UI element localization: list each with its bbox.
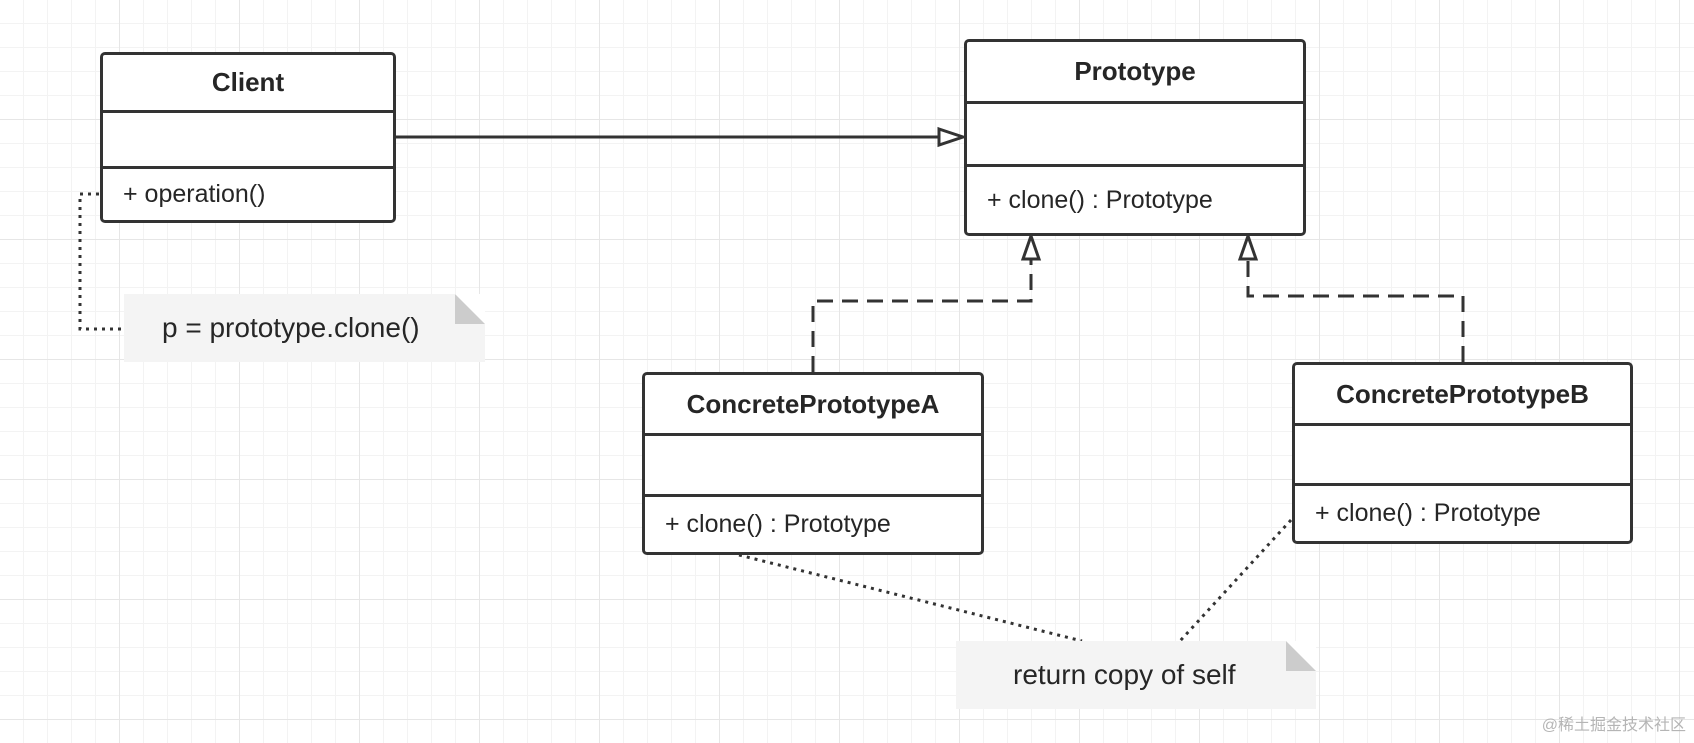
attributes-compartment (103, 113, 393, 169)
note-text: return copy of self (1013, 659, 1236, 690)
attributes-compartment (645, 436, 981, 497)
attributes-compartment (1295, 426, 1630, 486)
hollow-triangle-icon (1237, 231, 1259, 261)
watermark: @稀土掘金技术社区 (1541, 717, 1686, 734)
note-client[interactable]: p = prototype.clone() (124, 294, 485, 362)
class-concrete-prototype-a[interactable]: ConcretePrototypeA + clone() : Prototype (642, 372, 984, 555)
note-anchor-client (78, 192, 124, 331)
class-name: ConcretePrototypeA (645, 375, 981, 436)
realization-b-prototype (1237, 231, 1465, 362)
operation-label: + clone() : Prototype (987, 185, 1213, 214)
class-name: Client (103, 55, 393, 113)
association-client-prototype (396, 126, 968, 148)
note-fold-icon (1286, 641, 1316, 671)
class-name: Prototype (967, 42, 1303, 104)
note-anchor-concrete-b (1178, 518, 1293, 643)
realization-a-prototype (811, 231, 1042, 372)
operation-label: + operation() (123, 180, 266, 208)
class-concrete-prototype-b[interactable]: ConcretePrototypeB + clone() : Prototype (1292, 362, 1633, 544)
note-text: p = prototype.clone() (162, 312, 420, 343)
open-arrowhead-icon (937, 126, 968, 148)
operation-label: + clone() : Prototype (665, 510, 891, 538)
operation-label: + clone() : Prototype (1315, 499, 1541, 527)
note-anchor-concrete-a (738, 553, 1083, 643)
note-fold-icon (455, 294, 485, 324)
class-name: ConcretePrototypeB (1295, 365, 1630, 426)
class-client[interactable]: Client + operation() (100, 52, 396, 223)
hollow-triangle-icon (1020, 231, 1042, 261)
attributes-compartment (967, 104, 1303, 167)
class-prototype[interactable]: Prototype + clone() : Prototype (964, 39, 1306, 236)
note-return-copy[interactable]: return copy of self (956, 641, 1316, 709)
